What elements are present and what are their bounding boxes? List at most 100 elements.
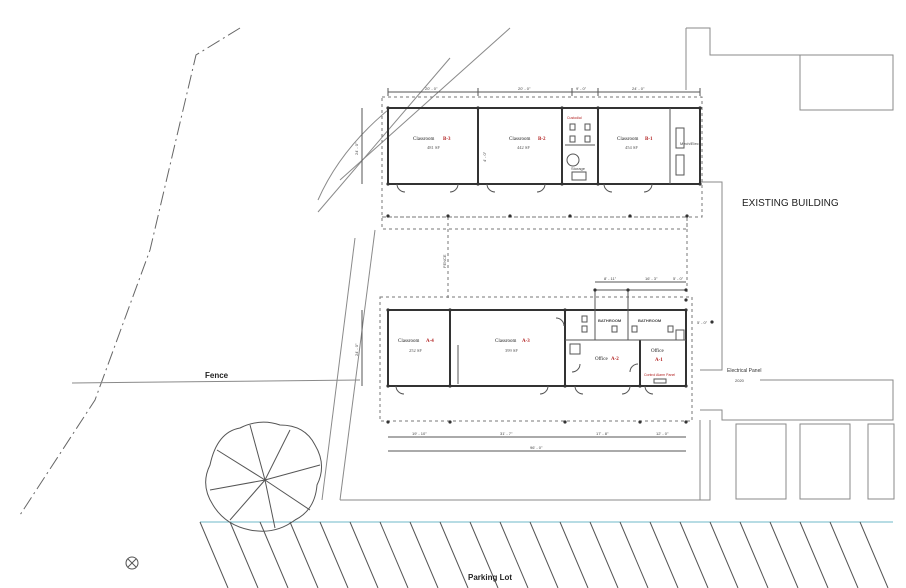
grid-point [448, 308, 452, 312]
room-a4-label: Classroom [398, 339, 420, 344]
dim-b-side: 24' - 0" [354, 142, 359, 155]
room-b3-area: 481 SF [427, 145, 440, 150]
parking-stall-line [859, 521, 889, 588]
room-b2-id: B-2 [538, 137, 546, 142]
dim-a-top-2: 16' - 3" [645, 276, 658, 281]
existing-building-outline [686, 27, 894, 111]
grid-point [448, 384, 452, 388]
existing-building-label: EXISTING BUILDING [742, 198, 839, 209]
parking-stall-line [199, 521, 229, 588]
grid-point [638, 384, 642, 388]
grid-point [560, 182, 564, 186]
dim-b-top-4: 24' - 0" [632, 86, 645, 91]
dim-a-side: 24' - 0" [354, 343, 359, 356]
parking-stalls [199, 521, 889, 588]
grid-point [563, 420, 567, 424]
mech-label: Mech/Elec [680, 141, 699, 146]
parking-stall-line [709, 521, 739, 588]
grid-point [685, 214, 689, 218]
grid-point [386, 214, 390, 218]
grid-point [446, 214, 450, 218]
room-b2-area: 442 SF [517, 145, 530, 150]
dim-b-top-3: 9' - 0" [576, 86, 587, 91]
grid-point [684, 298, 688, 302]
grid-point [684, 420, 688, 424]
room-a1-label: Office [651, 349, 664, 354]
room-b2-label: Classroom [509, 137, 531, 142]
room-b1-label: Classroom [617, 137, 639, 142]
grid-point [698, 106, 702, 110]
grid-point [560, 106, 564, 110]
parking-stall-line [589, 521, 619, 588]
grid-point [596, 182, 600, 186]
room-b1-area: 454 SF [625, 145, 638, 150]
parking-stall-line [409, 521, 439, 588]
parking-stall-line [469, 521, 499, 588]
parking-stall-line [619, 521, 649, 588]
tree-symbol [205, 421, 322, 532]
parking-stall-line [319, 521, 349, 588]
parking-stall-line [799, 521, 829, 588]
building-b: 20' - 0" 20' - 0" 9' - 0" 24' - 0" 24' -… [354, 86, 703, 300]
room-a3-id: A-3 [522, 339, 530, 344]
parking-stall-line [829, 521, 859, 588]
electrical-panel-note: 2020 [735, 378, 745, 383]
building-a: 8' - 11" 16' - 3" 5' - 0" 19' - 10" 31' … [354, 276, 708, 452]
electrical-panel-label: Electrical Panel [727, 368, 761, 374]
parking-stall-line [529, 521, 559, 588]
north-arrow-icon [125, 556, 139, 570]
grid-point [628, 214, 632, 218]
bathroom-1-label: BATHROOM [598, 318, 622, 323]
room-b3-label: Classroom [413, 137, 435, 142]
grid-point [563, 308, 567, 312]
dim-b-top-2: 20' - 0" [518, 86, 531, 91]
grid-point [386, 420, 390, 424]
site-context: Fence EXISTING BUILDING Electrical Panel… [19, 27, 895, 523]
parking-stall-line [229, 521, 259, 588]
dim-a-top-1: 8' - 11" [604, 276, 617, 281]
grid-point [638, 420, 642, 424]
grid-point [563, 384, 567, 388]
dim-b-top-1: 20' - 0" [425, 86, 438, 91]
fence-label: Fence [205, 371, 229, 380]
grid-point [596, 106, 600, 110]
room-a3-label: Classroom [495, 339, 517, 344]
parking-stall-line [499, 521, 529, 588]
dim-a-overall: 96' - 0" [530, 445, 543, 450]
grid-point [568, 214, 572, 218]
custodial-label: Custodial [567, 116, 582, 120]
grid-point [386, 182, 390, 186]
storage-label: Storage [571, 166, 586, 171]
grid-point [710, 320, 714, 324]
fence-line [71, 379, 361, 384]
grid-point [593, 288, 597, 292]
dim-a-bottom-1: 19' - 10" [412, 431, 427, 436]
grid-point [386, 106, 390, 110]
parking-lot-label: Parking Lot [468, 573, 512, 582]
grid-point [626, 288, 630, 292]
room-a2-id: A-2 [611, 357, 619, 362]
parking-stall-line [439, 521, 469, 588]
dim-a-top-3: 5' - 0" [673, 276, 684, 281]
grid-point [684, 288, 688, 292]
room-a1-id: A-1 [655, 358, 663, 363]
parking-stall-line [559, 521, 589, 588]
dim-a-bottom-2: 31' - 7" [500, 431, 513, 436]
grid-point [508, 214, 512, 218]
parking-stall-line [259, 521, 289, 588]
parking-stall-line [649, 521, 679, 588]
grid-point [476, 182, 480, 186]
grid-point [386, 308, 390, 312]
room-a2-label: Office [595, 357, 608, 362]
parking-stall-line [289, 521, 319, 588]
parking-stall-line [739, 521, 769, 588]
fire-alarm-panel-label: Control Alarm Panel [644, 373, 675, 377]
grid-point [386, 384, 390, 388]
parking-stall-line [769, 521, 799, 588]
room-a4-area: 252 SF [409, 348, 422, 353]
bathroom-2-label: BATHROOM [638, 318, 662, 323]
parking-stall-line [379, 521, 409, 588]
grid-point [698, 182, 702, 186]
dim-a-door: 5' - 0" [697, 320, 708, 325]
dim-a-bottom-3: 17' - 8" [596, 431, 609, 436]
